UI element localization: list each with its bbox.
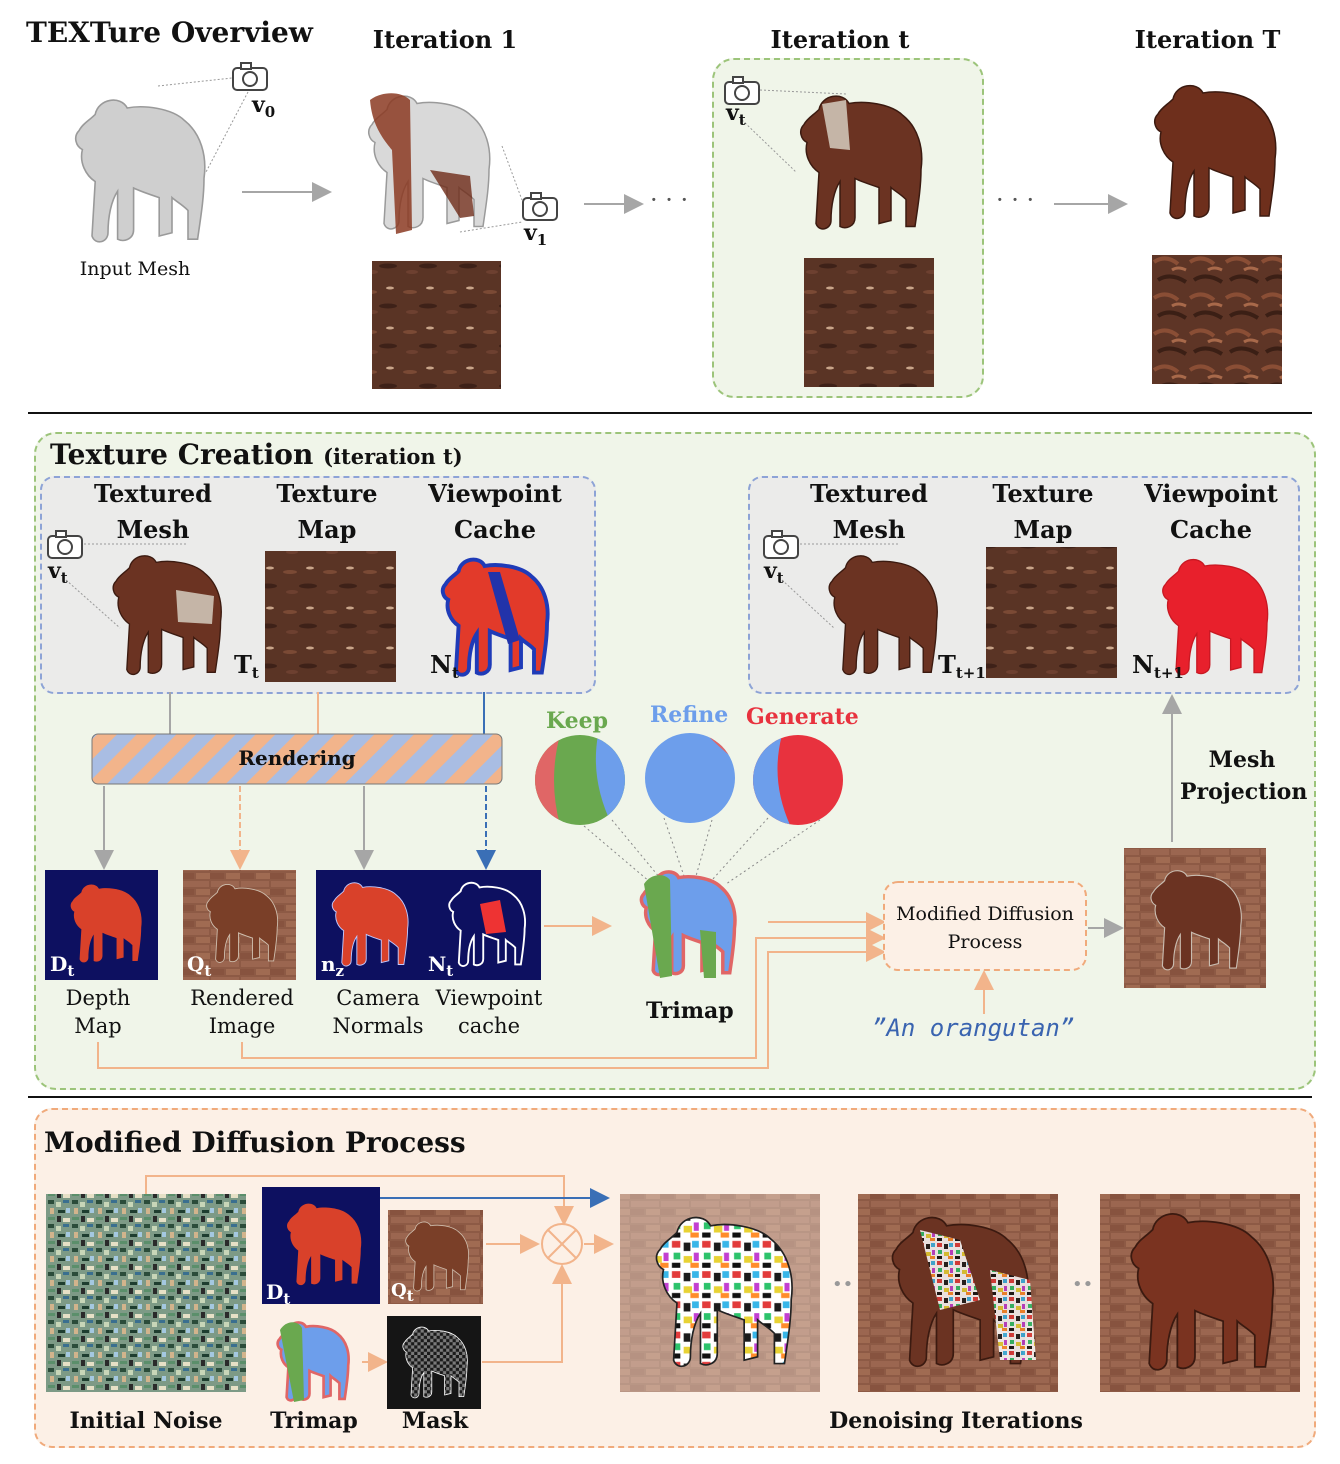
modified-diffusion-node-label: Modified Diffusion Process <box>896 903 1074 953</box>
texture-map-image <box>265 551 396 682</box>
iteration-1-texture-map <box>372 261 501 389</box>
ellipsis: •• <box>832 1274 854 1295</box>
prompt-text: ”An orangutan” <box>872 1014 1075 1042</box>
textured-mesh-next-image <box>828 555 938 676</box>
iteration-T-mesh <box>1153 84 1277 220</box>
iteration-T-label: Iteration T <box>1134 25 1281 54</box>
camera-vt-icon <box>763 530 799 559</box>
mesh-projection-label: Mesh Projection <box>1180 747 1308 805</box>
rendering-bar <box>91 733 503 785</box>
depth-map-label: Depth Map <box>65 986 131 1038</box>
mask-label: Mask <box>401 1408 469 1434</box>
input-mesh <box>74 99 206 243</box>
keep-label: Keep <box>546 708 609 734</box>
textured-mesh-label: Textured Mesh <box>94 479 212 544</box>
mask-to-combine-arrow <box>482 1264 572 1363</box>
Nt-tile-label: Nt <box>428 952 454 980</box>
Nt-label: Nt <box>430 650 459 682</box>
v0-label: v0 <box>252 92 276 121</box>
refine-sphere <box>645 733 735 823</box>
camera-normals-label: Camera Normals <box>332 986 424 1038</box>
Qt-input-label: Qt <box>391 1280 414 1305</box>
depth-to-diffusion-arrow <box>97 942 886 1069</box>
viewpoint-cache-label-next: Viewpoint Cache <box>1144 479 1278 544</box>
v1-label: v1 <box>524 220 548 249</box>
ellipsis: · · · <box>996 186 1035 214</box>
refine-label: Refine <box>650 702 729 728</box>
section-divider <box>28 1096 1312 1098</box>
viewpoint-cache-lc-label: Viewpoint cache <box>435 986 543 1038</box>
generate-label: Generate <box>746 704 859 730</box>
Dt-tile-label: Dt <box>50 952 75 980</box>
modified-diffusion-title: Modified Diffusion Process <box>44 1126 466 1159</box>
camera-v1-icon <box>522 192 558 221</box>
vt-label: vt <box>764 558 784 587</box>
texture-map-label-next: Texture Map <box>992 479 1094 544</box>
viewpoint-cache-label: Viewpoint Cache <box>428 479 562 544</box>
camera-vt-icon <box>724 76 760 105</box>
initial-noise-label: Initial Noise <box>69 1408 223 1434</box>
Dt-input-label: Dt <box>266 1280 291 1308</box>
Qt-tile-label: Qt <box>187 952 212 980</box>
iteration-t-texture-map <box>804 258 934 387</box>
iteration-t-label: Iteration t <box>770 25 910 54</box>
section-divider <box>28 412 1312 414</box>
overview-title: TEXTure Overview <box>26 16 313 49</box>
Tt1-label: Tt+1 <box>938 650 986 682</box>
initial-noise-image <box>46 1194 246 1392</box>
camera-vt-icon <box>47 530 83 559</box>
rendering-label: Rendering <box>238 746 356 770</box>
ellipsis: · · · <box>650 186 689 214</box>
iteration-T-texture-map <box>1152 255 1282 384</box>
input-mesh-label: Input Mesh <box>79 258 191 280</box>
rendered-image-label: Rendered Image <box>190 986 294 1038</box>
texture-map-label: Texture Map <box>276 479 378 544</box>
textured-mesh-label-next: Textured Mesh <box>810 479 928 544</box>
vt-label: vt <box>726 100 746 129</box>
keep-sphere <box>535 735 625 825</box>
trimap-label: Trimap <box>646 998 734 1024</box>
denoising-iterations-label: Denoising Iterations <box>829 1408 1083 1434</box>
texture-creation-title: Texture Creation (iteration t) <box>50 438 463 471</box>
Tt-label: Tt <box>234 650 259 682</box>
iteration-1-label: Iteration 1 <box>372 25 518 54</box>
camera-v0-icon <box>232 62 268 91</box>
combine-operator-icon <box>541 1223 583 1265</box>
ellipsis: •• <box>1072 1274 1094 1295</box>
iteration-t-mesh <box>799 95 923 230</box>
vt-label: vt <box>48 558 68 587</box>
Nt1-label: Nt+1 <box>1132 650 1184 682</box>
nz-tile-label: nz <box>321 952 345 980</box>
generate-sphere <box>753 735 843 825</box>
trimap-input-label: Trimap <box>270 1408 358 1434</box>
texture-map-next-image <box>986 547 1117 678</box>
rendered-to-diffusion-arrow <box>241 928 886 1059</box>
